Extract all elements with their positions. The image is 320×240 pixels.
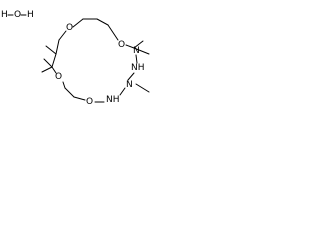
bond-c-methyl-up (43, 58, 53, 68)
atom-nh-lower: NH (106, 95, 120, 105)
bond-ch-ch2 (55, 39, 60, 55)
bond-ch2-o1 (58, 30, 67, 41)
bond-o2-n (125, 44, 135, 49)
bond-c-o2 (107, 24, 119, 41)
bond-n2-methyl (135, 83, 150, 93)
atom-o-bottom: O (86, 97, 93, 107)
water-molecule: H O H (1, 10, 34, 20)
bond-c-ch (51, 53, 57, 68)
water-oxygen: O (14, 10, 21, 20)
bond-n-methyl-b (133, 47, 150, 55)
atom-n-dimethyl: N (133, 46, 140, 56)
bond-n-nh (135, 54, 138, 64)
atom-n-methyl: N (126, 80, 133, 90)
bond-o3-c (73, 96, 86, 101)
bond-n2-nh2 (119, 87, 126, 96)
atom-o-top-right: O (118, 40, 125, 50)
bond-c-o4 (62, 81, 66, 89)
bond-c-c-top2 (96, 18, 109, 26)
atom-o-top-left: O (66, 23, 73, 33)
bond-ch-methyl (45, 45, 57, 55)
atom-o-mid-left: O (55, 72, 62, 82)
ring-bonds (41, 18, 150, 103)
bond-n-methyl-a (133, 40, 144, 49)
atom-nh-upper: NH (131, 63, 145, 73)
atom-labels: O O N NH N NH O O (55, 23, 145, 107)
bond-nh-n2 (127, 72, 135, 81)
chemical-structure-diagram: H O H (1, 10, 150, 107)
bond-c-c-bottom (64, 87, 75, 98)
bond-c-methyl-left (41, 66, 53, 73)
bond-o4-c (51, 66, 57, 74)
water-hydrogen-left: H (1, 10, 8, 20)
water-hydrogen-right: H (27, 10, 34, 20)
bond-o1-c (72, 18, 84, 28)
